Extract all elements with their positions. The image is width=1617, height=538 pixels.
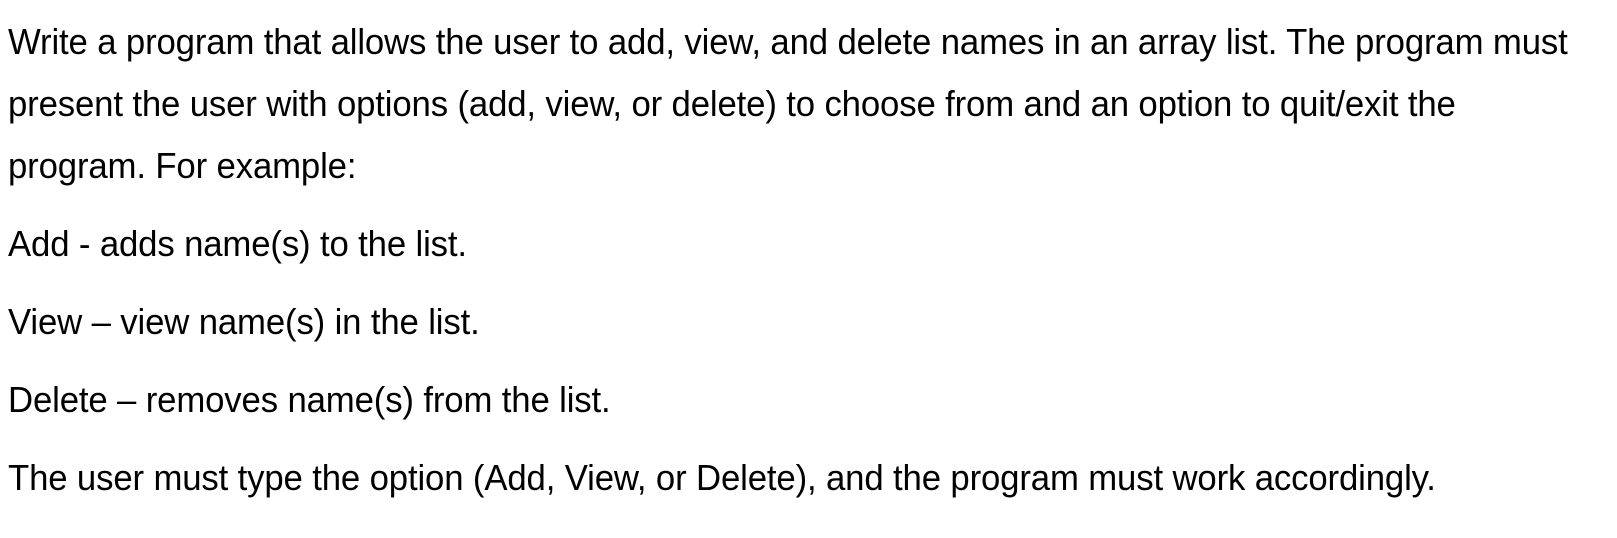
paragraph-delete-option: Delete – removes name(s) from the list.	[8, 379, 611, 420]
paragraph-closing: The user must type the option (Add, View…	[8, 457, 1436, 498]
paragraph-view-option: View – view name(s) in the list.	[8, 301, 480, 342]
paragraph-intro: Write a program that allows the user to …	[8, 21, 1568, 186]
paragraph-add-option: Add - adds name(s) to the list.	[8, 223, 467, 264]
document-body: Write a program that allows the user to …	[8, 0, 1608, 509]
